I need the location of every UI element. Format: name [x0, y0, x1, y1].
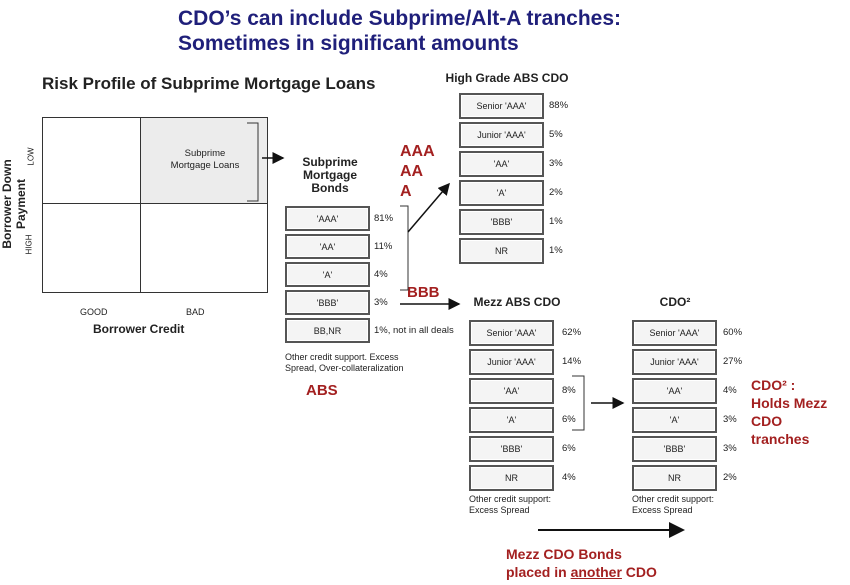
- subprime-tranche-box: BB,NR: [285, 318, 370, 343]
- cdo2-tranche-pct: 3%: [723, 443, 737, 454]
- subprime-tranche-box: 'AA': [285, 234, 370, 259]
- subprime-bonds-heading: Subprime Mortgage Bonds: [302, 155, 358, 195]
- subprime-cell-bracket: [247, 122, 259, 202]
- subprime-tranche-pct: 81%: [374, 212, 394, 224]
- matrix-divider-vertical: [140, 118, 141, 292]
- high-grade-tranche-box: NR: [459, 238, 544, 264]
- high-grade-tranche-pct: 88%: [549, 100, 569, 111]
- cdo2-tranche-box: 'A': [632, 407, 717, 433]
- mezz-tranche-pct: 8%: [562, 385, 576, 396]
- title-line-2: Sometimes in significant amounts: [178, 32, 519, 55]
- high-grade-tranche-pct: 5%: [549, 129, 563, 140]
- cdo2-note: Other credit support: Excess Spread: [632, 494, 715, 515]
- matrix-divider-horizontal: [43, 203, 267, 204]
- high-grade-tranche-pct: 2%: [549, 187, 563, 198]
- mezz-tranche-pct: 6%: [562, 443, 576, 454]
- mezz-tranche-pct: 4%: [562, 472, 576, 483]
- bottom-note: Mezz CDO Bonds placed in another CDO: [506, 546, 657, 580]
- mezz-tranche-box: 'A': [469, 407, 554, 433]
- cdo2-tranche-pct: 3%: [723, 414, 737, 425]
- mezz-tranche-pct: 6%: [562, 414, 576, 425]
- title-line-1: CDO’s can include Subprime/Alt-A tranche…: [178, 7, 622, 30]
- risk-profile-title: Risk Profile of Subprime Mortgage Loans: [42, 74, 376, 93]
- cdo2-side-note: CDO² : Holds Mezz CDO tranches: [751, 377, 828, 447]
- high-grade-tranche-box: 'BBB': [459, 209, 544, 235]
- mezz-tranche-box: Junior 'AAA': [469, 349, 554, 375]
- cdo2-tranche-box: 'AA': [632, 378, 717, 404]
- subprime-tranche-pct: 3%: [374, 296, 388, 308]
- mezz-heading: Mezz ABS CDO: [473, 295, 561, 309]
- x-tick-bad: BAD: [186, 307, 205, 317]
- cdo2-tranche-pct: 27%: [723, 356, 743, 367]
- cdo2-tranche-pct: 2%: [723, 472, 737, 483]
- investment-grade-tag: AAA AA A: [400, 143, 435, 200]
- abs-tag: ABS: [306, 382, 338, 399]
- subprime-tranche-pct: 4%: [374, 268, 388, 280]
- mezz-tranche-box: 'BBB': [469, 436, 554, 462]
- high-grade-heading: High Grade ABS CDO: [445, 71, 569, 85]
- high-grade-tranche-box: 'A': [459, 180, 544, 206]
- cdo2-tranche-pct: 4%: [723, 385, 737, 396]
- high-grade-tranche-box: Junior 'AAA': [459, 122, 544, 148]
- mezz-aa-a-bracket: [572, 375, 585, 431]
- subprime-cell-label: Subprime Mortgage Loans: [170, 148, 240, 171]
- high-grade-tranche-box: 'AA': [459, 151, 544, 177]
- mezz-tranche-pct: 62%: [562, 327, 582, 338]
- cdo2-tranche-pct: 60%: [723, 327, 743, 338]
- bbb-tag: BBB: [407, 284, 440, 301]
- high-grade-tranche-box: Senior 'AAA': [459, 93, 544, 119]
- subprime-tranche-box: 'BBB': [285, 290, 370, 315]
- subprime-tranche-box: 'A': [285, 262, 370, 287]
- mezz-tranche-box: 'AA': [469, 378, 554, 404]
- mezz-tranche-box: NR: [469, 465, 554, 491]
- cdo2-heading: CDO²: [659, 295, 691, 309]
- high-grade-tranche-pct: 1%: [549, 216, 563, 227]
- subprime-tranche-pct: 1%, not in all deals: [374, 324, 454, 336]
- high-grade-tranche-pct: 3%: [549, 158, 563, 169]
- high-grade-tranche-pct: 1%: [549, 245, 563, 256]
- subprime-investment-bracket: [400, 205, 409, 291]
- cdo2-tranche-box: NR: [632, 465, 717, 491]
- slide-title: CDO’s can include Subprime/Alt-A tranche…: [178, 6, 621, 56]
- mezz-tranche-box: Senior 'AAA': [469, 320, 554, 346]
- subprime-tranche-pct: 11%: [374, 240, 393, 252]
- subprime-tranche-box: 'AAA': [285, 206, 370, 231]
- x-axis-label: Borrower Credit: [93, 322, 185, 336]
- mezz-tranche-pct: 14%: [562, 356, 582, 367]
- mezz-note: Other credit support: Excess Spread: [469, 494, 552, 515]
- subprime-note: Other credit support. Excess Spread, Ove…: [285, 352, 404, 373]
- cdo2-tranche-box: Junior 'AAA': [632, 349, 717, 375]
- x-tick-good: GOOD: [80, 307, 108, 317]
- risk-matrix: Subprime Mortgage Loans: [42, 117, 268, 293]
- cdo2-tranche-box: Senior 'AAA': [632, 320, 717, 346]
- subprime-cell: [141, 118, 267, 203]
- cdo2-tranche-box: 'BBB': [632, 436, 717, 462]
- arrow-to-high-grade: [407, 182, 450, 233]
